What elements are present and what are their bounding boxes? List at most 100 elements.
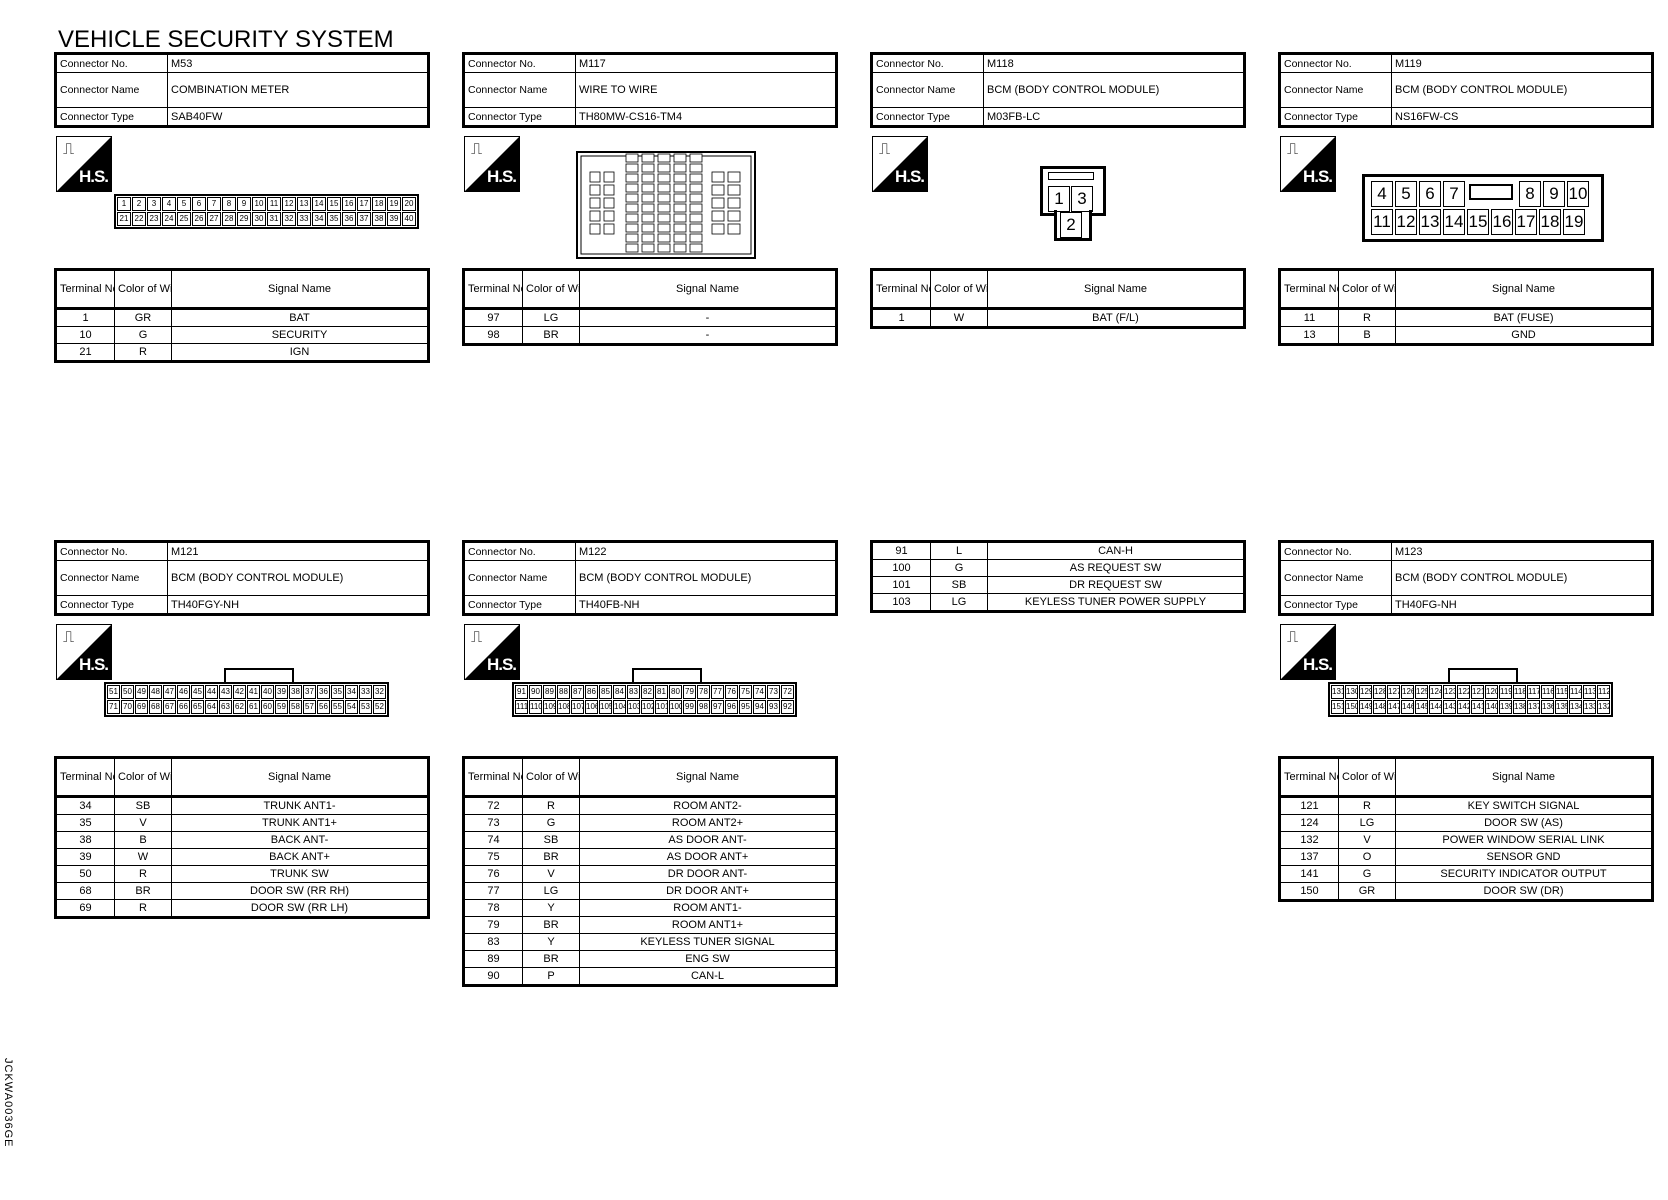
pin-label: 93 <box>767 700 780 714</box>
pin-label: 91 <box>515 685 528 699</box>
cavity <box>641 243 655 253</box>
pin-label: 125 <box>1415 685 1428 699</box>
terminal-no: 11 <box>1278 308 1339 327</box>
signal-name: TRUNK SW <box>171 865 430 883</box>
signal-name: BAT <box>171 308 430 327</box>
pin-label: 131 <box>1331 685 1344 699</box>
pin-label: 127 <box>1387 685 1400 699</box>
pin-label: 139 <box>1499 700 1512 714</box>
terminal-no: 38 <box>54 831 115 849</box>
cavity <box>689 193 703 203</box>
wire-color: Y <box>522 933 580 951</box>
terminal-no: 132 <box>1278 831 1339 849</box>
pin-label: 60 <box>261 700 274 714</box>
connector-type-label: Connector Type <box>462 595 576 616</box>
wire-color: SB <box>930 576 988 594</box>
connector-no-label: Connector No. <box>54 52 168 73</box>
cavity <box>673 213 687 223</box>
signal-name: BAT (F/L) <box>987 308 1246 329</box>
cavity <box>657 233 671 243</box>
wire-color: W <box>114 848 172 866</box>
connector-name-value: BCM (BODY CONTROL MODULE) <box>1391 72 1654 108</box>
pin-label: 14 <box>1443 209 1465 235</box>
harness-side-icon: ⎍H.S. <box>1280 624 1336 680</box>
signal-name: SENSOR GND <box>1395 848 1654 866</box>
pin-label: 62 <box>233 700 246 714</box>
pin-label: 17 <box>357 197 371 211</box>
terminal-no: 50 <box>54 865 115 883</box>
cavity <box>589 223 601 235</box>
wire-color: R <box>1338 308 1396 327</box>
connector-name-value: BCM (BODY CONTROL MODULE) <box>983 72 1246 108</box>
pin-label: 113 <box>1583 685 1596 699</box>
cavity <box>625 213 639 223</box>
pin-label: 74 <box>753 685 766 699</box>
pin-label: 70 <box>121 700 134 714</box>
wire-color: V <box>1338 831 1396 849</box>
pin-label: 72 <box>781 685 794 699</box>
terminal-no-header: Terminal No. <box>54 756 115 798</box>
signal-name: AS REQUEST SW <box>987 559 1246 577</box>
cavity <box>641 223 655 233</box>
pin-label: 117 <box>1527 685 1540 699</box>
wire-color: L <box>930 540 988 560</box>
pin-label: 7 <box>207 197 221 211</box>
pin-label: 69 <box>135 700 148 714</box>
pin-label: 54 <box>345 700 358 714</box>
pin-label: 8 <box>222 197 236 211</box>
signal-name: ROOM ANT2- <box>579 796 838 815</box>
cavity <box>689 243 703 253</box>
terminal-no: 83 <box>462 933 523 951</box>
pin-table-header: Terminal No.Color of WireSignal Name <box>1278 756 1654 798</box>
connector-no-label: Connector No. <box>462 52 576 73</box>
connector-type-value: TH40FGY-NH <box>167 595 430 616</box>
pin-label: 24 <box>162 212 176 226</box>
pin-label: 14 <box>312 197 326 211</box>
pin-table-header: Terminal No.Color of WireSignal Name <box>462 756 838 798</box>
terminal-no: 98 <box>462 326 523 346</box>
signal-name-header: Signal Name <box>1395 268 1654 310</box>
wire-color: SB <box>522 831 580 849</box>
connector-face-m117 <box>576 151 756 259</box>
signal-name: CAN-H <box>987 540 1246 560</box>
pin-label: 20 <box>402 197 416 211</box>
terminal-no: 35 <box>54 814 115 832</box>
pin-label: 10 <box>252 197 266 211</box>
connector-name-label: Connector Name <box>462 560 576 596</box>
figure-code: JCKWA0036GE <box>2 1058 14 1148</box>
pin-label: 35 <box>327 212 341 226</box>
pin-label: 11 <box>267 197 281 211</box>
connector-type-label: Connector Type <box>54 107 168 128</box>
pin-label: 98 <box>697 700 710 714</box>
pin-label: 50 <box>121 685 134 699</box>
pin-label: 81 <box>655 685 668 699</box>
wire-color: R <box>1338 796 1396 815</box>
wire-color: GR <box>1338 882 1396 902</box>
pin-label: 146 <box>1401 700 1414 714</box>
cavity <box>657 173 671 183</box>
cavity <box>641 163 655 173</box>
cavity <box>641 193 655 203</box>
pin-label: 17 <box>1515 209 1537 235</box>
pin-label: 66 <box>177 700 190 714</box>
terminal-no: 150 <box>1278 882 1339 902</box>
signal-name: ROOM ANT2+ <box>579 814 838 832</box>
cavity <box>657 153 671 163</box>
pin-label: 95 <box>739 700 752 714</box>
terminal-no: 39 <box>54 848 115 866</box>
terminal-no: 77 <box>462 882 523 900</box>
pin-label: 51 <box>107 685 120 699</box>
pin-label: 137 <box>1527 700 1540 714</box>
pin-label: 67 <box>163 700 176 714</box>
pin-label: 18 <box>1539 209 1561 235</box>
